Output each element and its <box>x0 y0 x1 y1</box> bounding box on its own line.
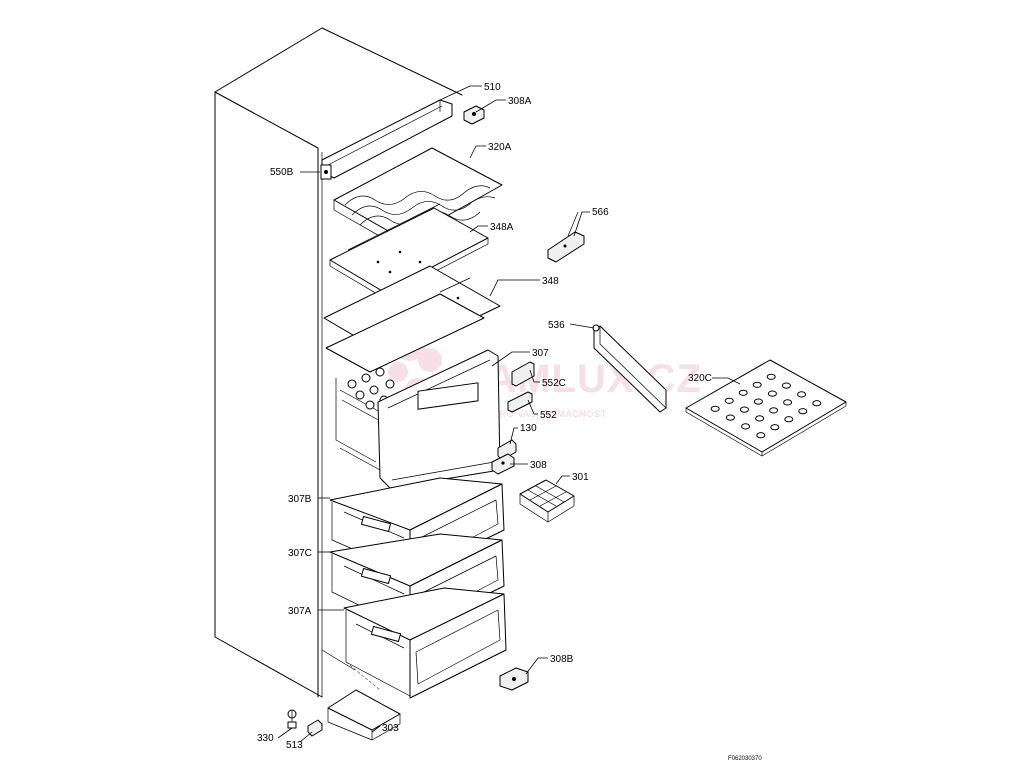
plate-hole <box>783 399 793 406</box>
adjustable-foot-330 <box>287 709 297 729</box>
label-308b: 308B <box>550 654 574 665</box>
freezer-cabinet <box>214 27 463 698</box>
label-348a: 348A <box>490 222 514 233</box>
plate-hole <box>797 391 807 398</box>
hinge-308b <box>499 667 529 691</box>
label-303: 303 <box>382 723 399 734</box>
drawer-307a <box>343 587 507 699</box>
hinge-552c <box>511 361 535 387</box>
plate-hole <box>753 398 763 405</box>
clip-550b <box>320 164 332 180</box>
plate-hole <box>710 405 720 412</box>
plate-hole <box>781 382 791 389</box>
base-cover-303 <box>327 689 401 741</box>
label-130: 130 <box>520 423 537 434</box>
plate-hole <box>767 390 777 397</box>
label-566: 566 <box>592 207 609 218</box>
label-320a: 320A <box>488 142 512 153</box>
label-550b: 550B <box>270 167 294 178</box>
plate-hole <box>812 400 822 407</box>
plate-hole <box>784 416 794 423</box>
plate-hole <box>769 407 779 414</box>
plate-hole <box>770 424 780 431</box>
label-513: 513 <box>286 740 303 751</box>
hinge-130 <box>497 439 517 461</box>
label-307c: 307C <box>288 548 312 559</box>
label-552: 552 <box>540 410 557 421</box>
label-307: 307 <box>532 348 549 359</box>
diagram-reference-code: F062030370 <box>728 756 762 762</box>
plate-hole <box>738 389 748 396</box>
label-320c: 320C <box>688 373 712 384</box>
label-330: 330 <box>257 733 274 744</box>
plate-hole <box>724 397 734 404</box>
label-536: 536 <box>548 320 565 331</box>
plate-hole <box>766 373 776 380</box>
plate-hole <box>741 423 751 430</box>
wine-rack-320a <box>333 147 503 251</box>
label-552c: 552C <box>542 378 566 389</box>
plate-hole <box>739 406 749 413</box>
divider-536 <box>592 324 667 413</box>
ice-tray-301 <box>519 479 575 523</box>
label-308a: 308A <box>508 96 532 107</box>
label-307b: 307B <box>288 494 312 505</box>
plate-hole <box>798 408 808 415</box>
label-301: 301 <box>572 472 589 483</box>
hinge-552 <box>507 391 533 413</box>
leader-lines <box>277 85 741 743</box>
plate-hole <box>752 381 762 388</box>
part-566-bracket <box>547 211 585 263</box>
hinge-308 <box>491 453 515 475</box>
perforated-plate-320c <box>685 359 847 457</box>
plate-hole <box>755 415 765 422</box>
label-307a: 307A <box>288 606 312 617</box>
label-510: 510 <box>484 82 501 93</box>
label-308: 308 <box>530 460 547 471</box>
plate-hole <box>725 414 735 421</box>
plate-hole <box>756 432 766 439</box>
part-labels: 510 308A 320A 550B 566 348A 348 536 307 … <box>257 82 762 762</box>
label-348: 348 <box>542 276 559 287</box>
